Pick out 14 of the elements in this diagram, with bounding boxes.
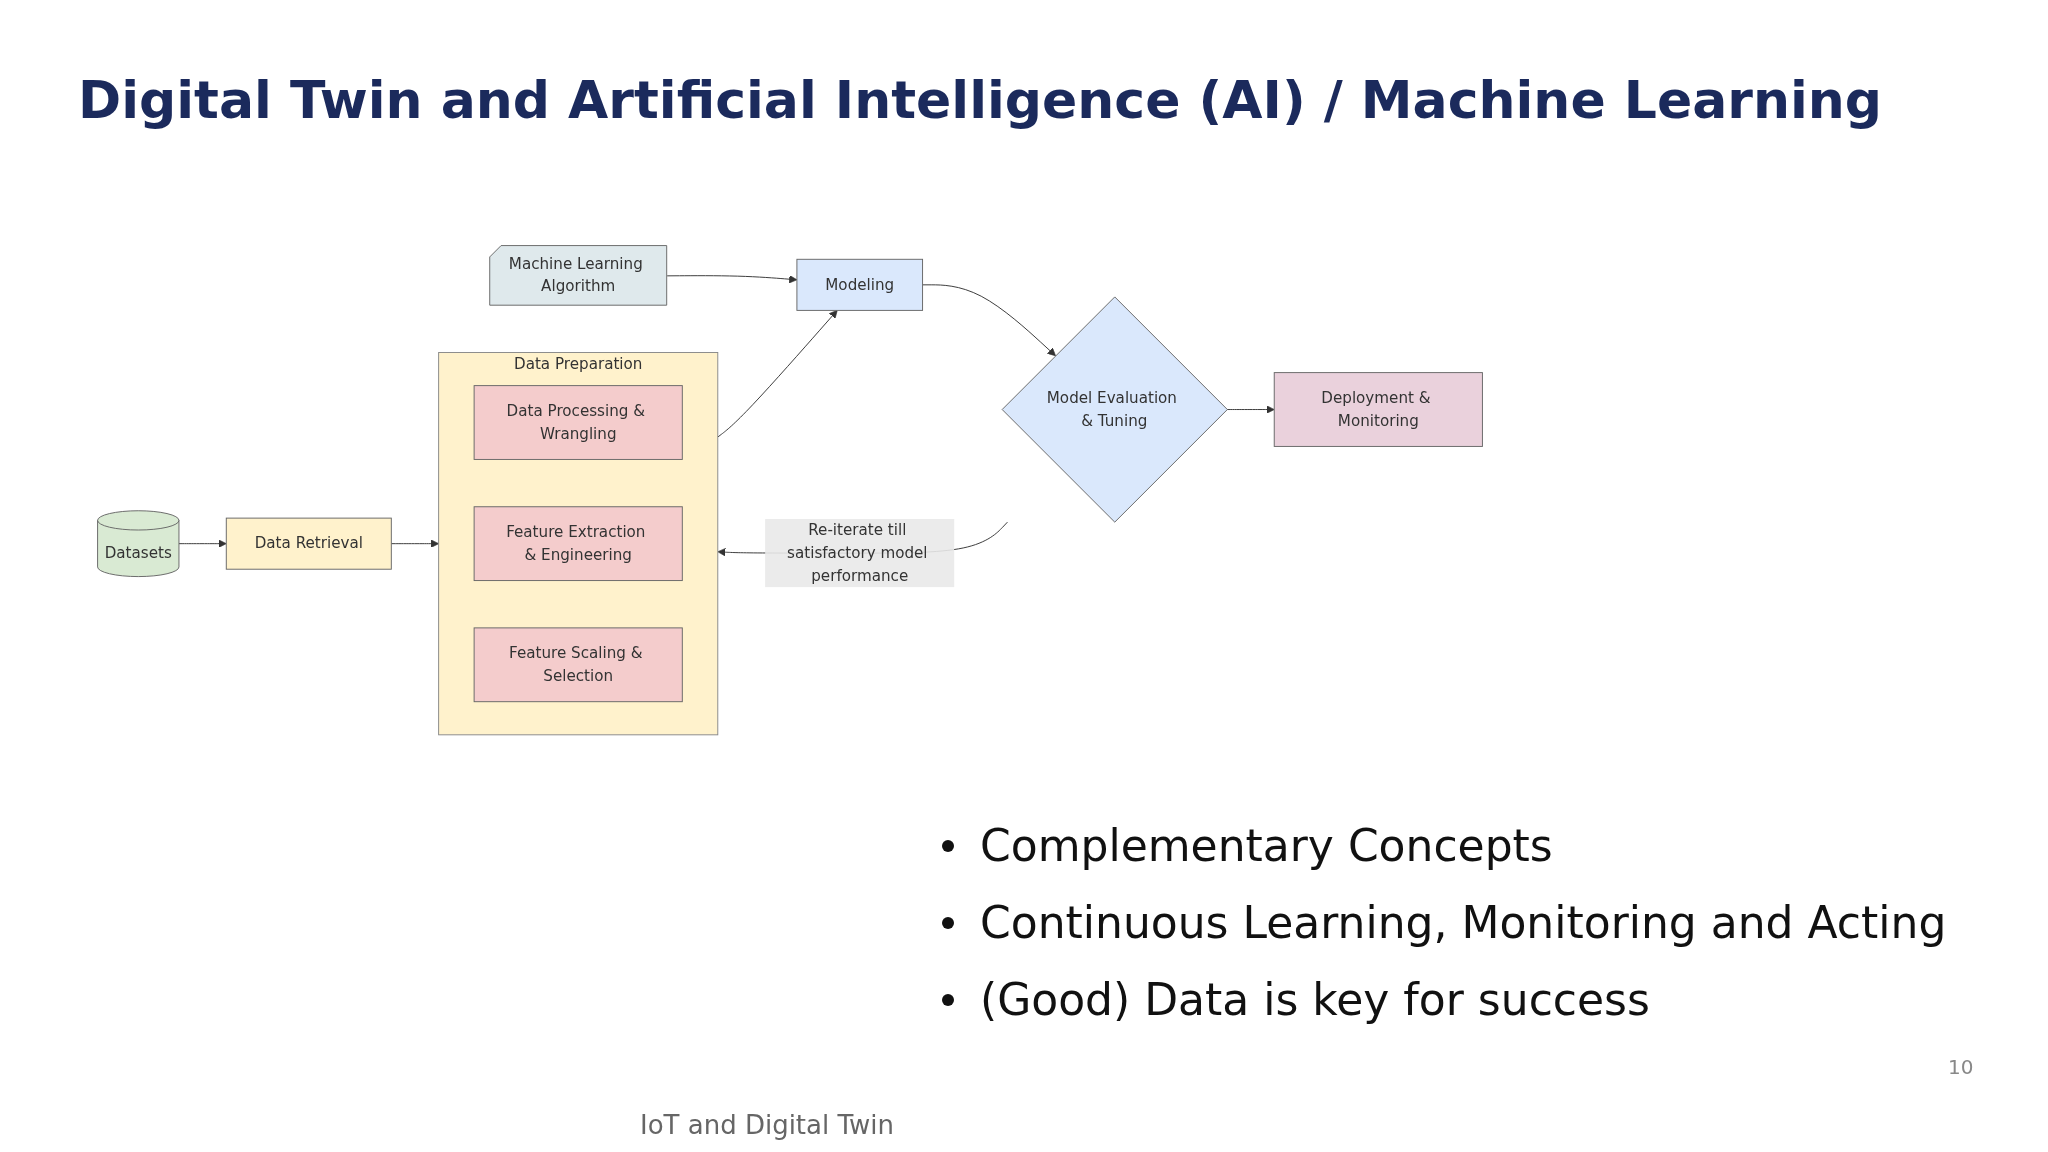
edge-label: Re-iterate till satisfactory model performance — [787, 520, 928, 585]
bullet-text: (Good) Data is key for success — [980, 974, 1650, 1025]
node-box: Data Processing & Wrangling — [473, 384, 683, 460]
node-box: Feature Scaling & Selection — [473, 627, 683, 702]
bullet-text: Continuous Learning, Monitoring and Acting — [980, 897, 1947, 948]
node-box: Data Retrieval — [225, 517, 392, 570]
bullet-text: Complementary Concepts — [980, 820, 1553, 871]
node-diamond: Model Evaluation & Tuning — [1001, 296, 1228, 523]
slide-title: Digital Twin and Artificial Intelligence (AI) / Machine Learning — [78, 70, 1882, 130]
node-box: Feature Extraction & Engineering — [473, 506, 683, 581]
footer-text: IoT and Digital Twin — [640, 1110, 895, 1140]
page-number: 10 — [1948, 1055, 1974, 1079]
node-box: Modeling — [796, 258, 924, 311]
node-box: Deployment & Monitoring — [1273, 371, 1483, 447]
